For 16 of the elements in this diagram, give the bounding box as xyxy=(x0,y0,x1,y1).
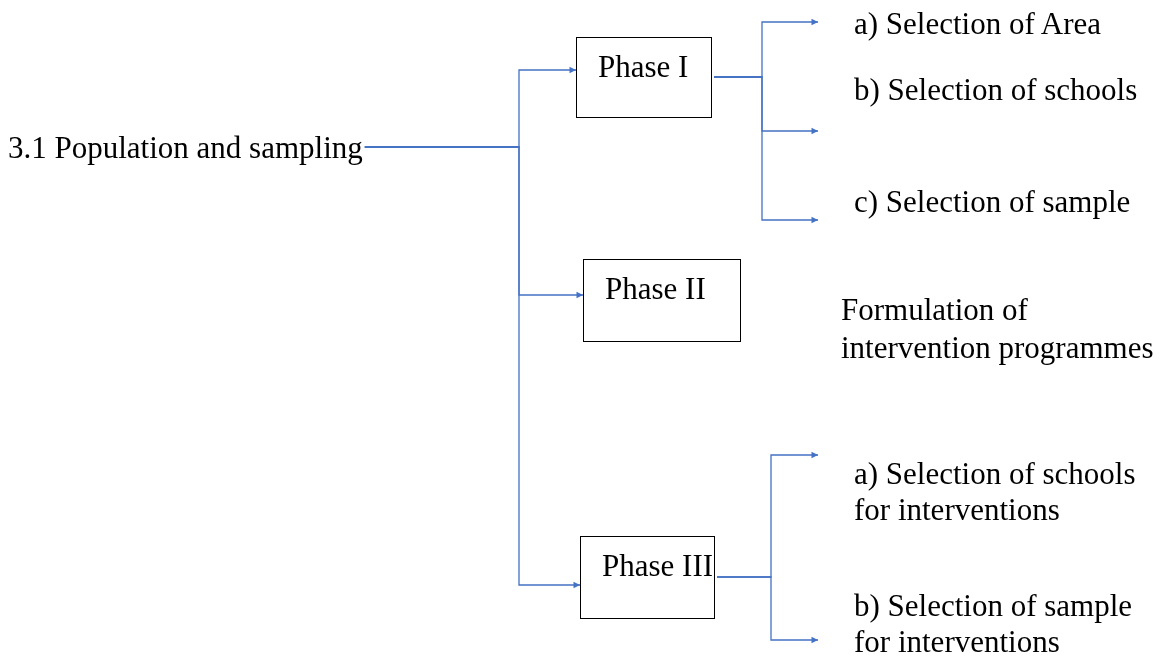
phase-label: Phase II xyxy=(605,271,707,307)
phase-label: Phase III xyxy=(602,548,714,584)
note-text: Formulation of intervention programmes xyxy=(841,291,1155,367)
step-text: a) Selection of Area xyxy=(854,6,1102,42)
connector-arrow xyxy=(364,146,581,589)
section-heading: 3.1 Population and sampling xyxy=(8,130,363,166)
phase-label: Phase I xyxy=(598,49,690,85)
step-text: c) Selection of sample xyxy=(854,184,1131,220)
phase-box xyxy=(576,37,712,118)
phase-box xyxy=(583,259,741,342)
step-text: b) Selection of sample for interventions xyxy=(854,588,1134,657)
step-text: a) Selection of schools for interventions xyxy=(854,456,1137,528)
step-text: b) Selection of schools xyxy=(854,72,1138,108)
connector-arrow xyxy=(713,76,819,224)
connector-arrow xyxy=(716,576,819,644)
phase-box xyxy=(580,536,715,619)
